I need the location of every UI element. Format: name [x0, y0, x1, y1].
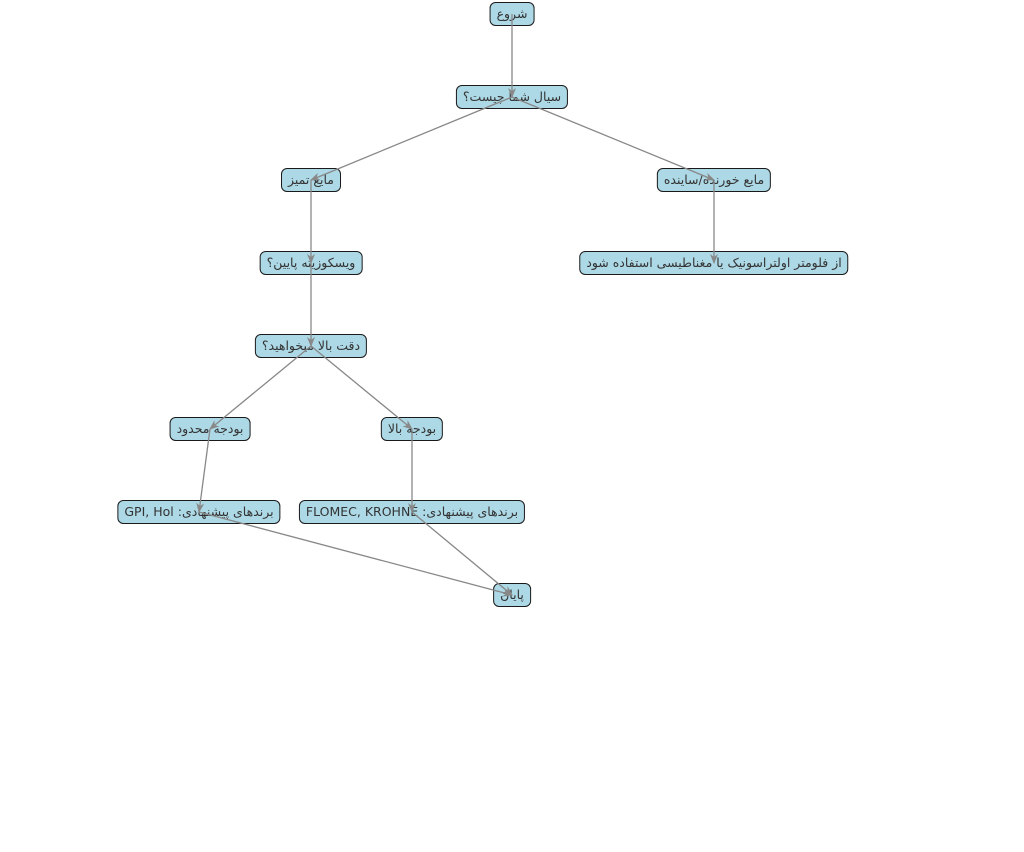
node-low-viscosity: ویسکوزیته پایین؟ [259, 251, 363, 275]
node-corrosive-liquid: مایع خورنده/ساینده [656, 168, 772, 192]
node-high-accuracy: دقت بالا میخواهید؟ [254, 334, 368, 358]
node-use-ultrasonic: از فلومتر اولتراسونیک یا مغناطیسی استفاد… [579, 251, 849, 275]
node-limited-budget: بودجه محدود [169, 417, 251, 441]
node-end: پایان [493, 583, 531, 607]
edge-brands-low-to-end [198, 511, 513, 597]
node-clean-liquid: مایع تمیز [281, 168, 341, 192]
node-brands-low-budget: برندهای پیشنهادی: GPI, Hol [117, 500, 281, 524]
node-start: شروع [489, 2, 535, 26]
node-brands-high-budget: برندهای پیشنهادی: FLOMEC, KROHNE [298, 500, 526, 524]
edge-question-fluid-to-clean-liquid [310, 96, 513, 181]
node-high-budget: بودجه بالا [380, 417, 444, 441]
node-question-fluid: سیال شما چیست؟ [455, 85, 569, 109]
